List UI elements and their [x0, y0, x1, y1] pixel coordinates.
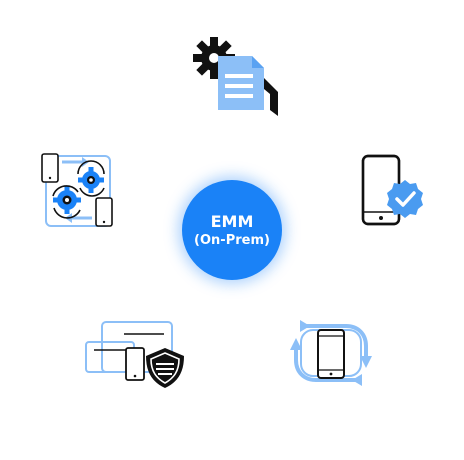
phone-sync-icon	[290, 320, 372, 386]
policy-gear-documents-icon	[193, 37, 278, 116]
multi-device-security-shield-icon	[85, 321, 184, 388]
emm-hub-circle: EMM (On-Prem)	[182, 180, 282, 280]
hub-title: EMM	[210, 211, 254, 231]
verified-phone-icon	[361, 154, 423, 226]
hub-subtitle: (On-Prem)	[194, 232, 270, 248]
device-sync-settings-icon	[41, 153, 113, 227]
